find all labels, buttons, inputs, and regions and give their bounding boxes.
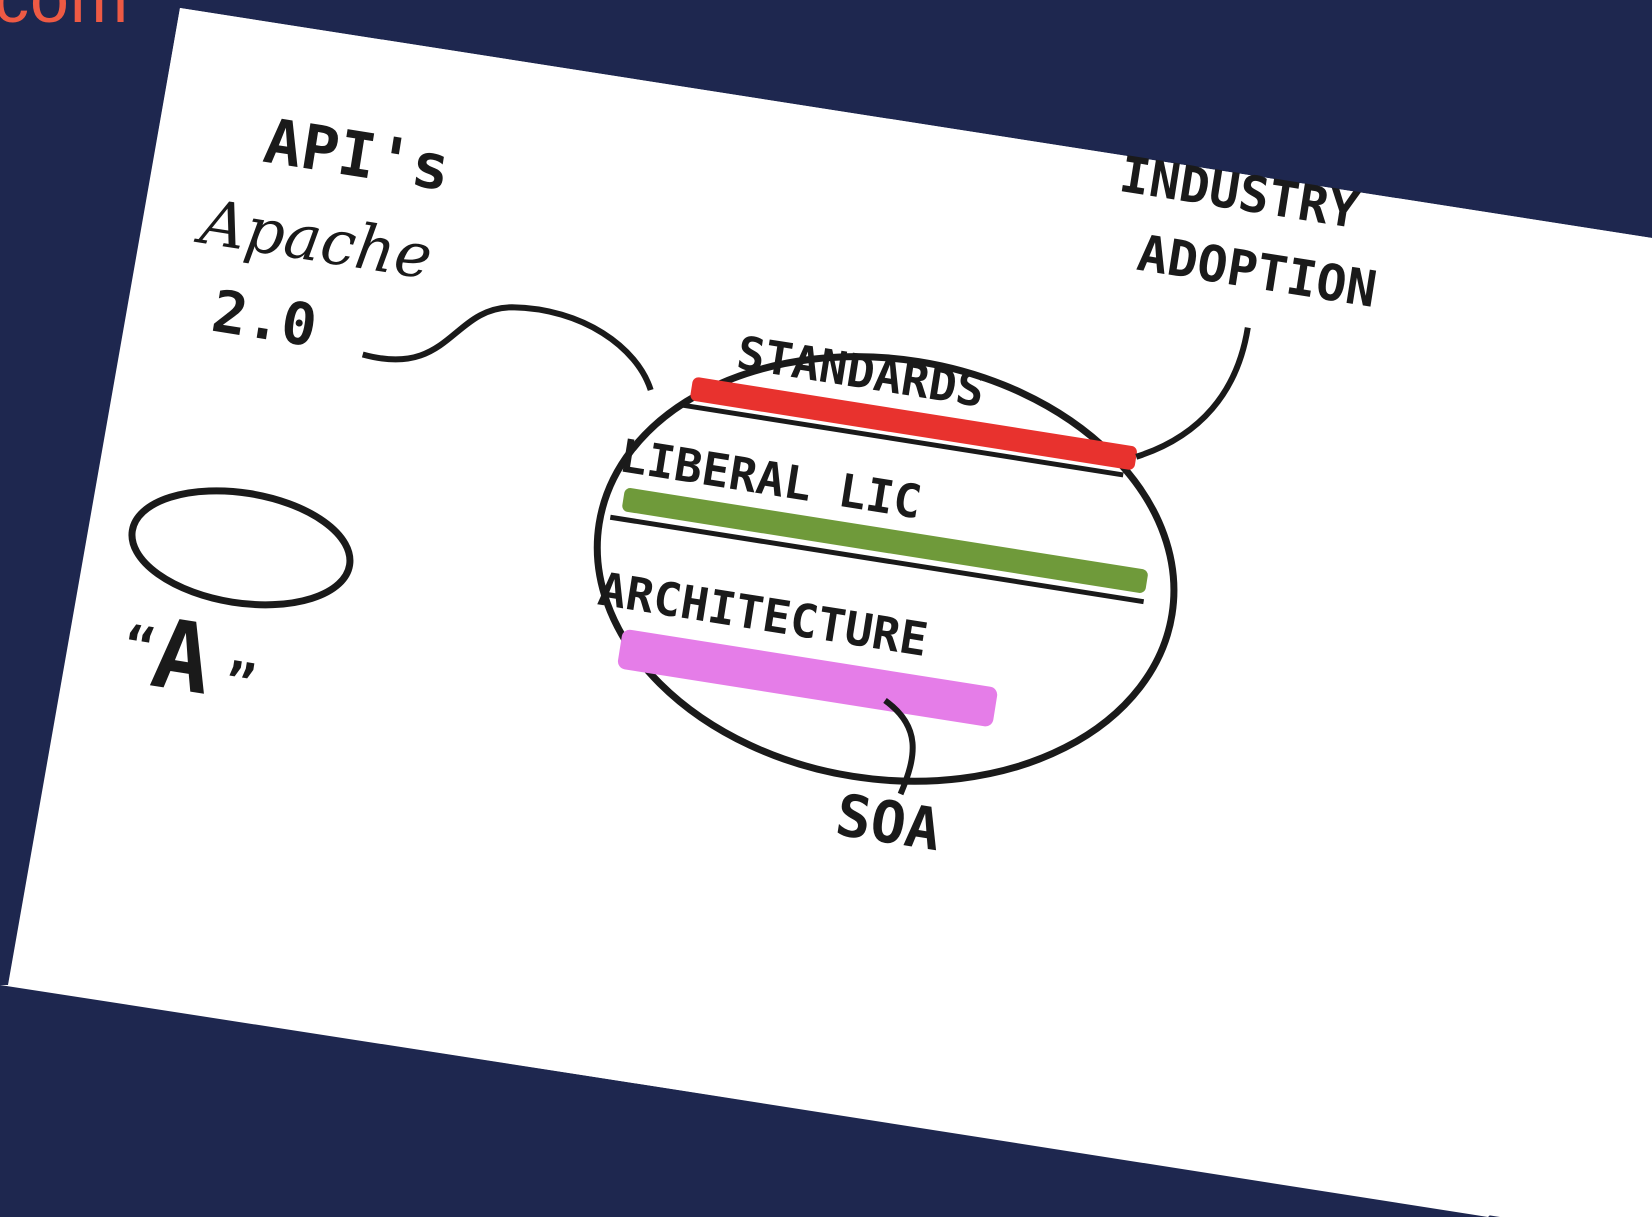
apache-connector bbox=[361, 304, 654, 391]
page-title-fragment: com bbox=[0, 0, 129, 38]
apache-logo-oval bbox=[128, 487, 354, 609]
apache-version-label: 2.0 bbox=[207, 277, 321, 361]
standards-underline bbox=[678, 402, 1124, 478]
liberal-underline bbox=[609, 514, 1145, 605]
paper-card-body bbox=[8, 8, 1652, 1217]
architecture-highlight bbox=[617, 629, 998, 727]
soa-connector bbox=[883, 698, 916, 796]
industry-connector bbox=[1135, 327, 1251, 460]
adoption-circle bbox=[593, 353, 1178, 785]
standards-highlight bbox=[690, 377, 1137, 470]
liberal-highlight bbox=[622, 488, 1148, 593]
soa-label: SOA bbox=[831, 781, 945, 865]
